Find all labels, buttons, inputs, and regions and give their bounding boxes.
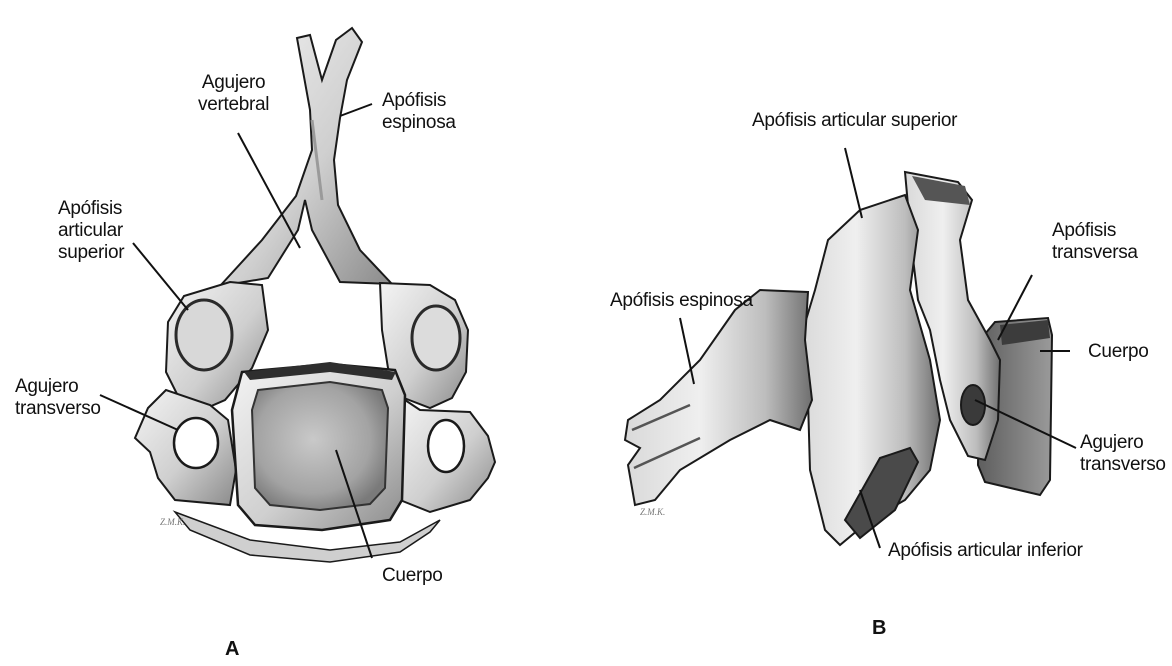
left-superior-facet-a <box>176 300 232 370</box>
spinous-process-b <box>625 290 812 505</box>
label-agujero-transverso-a: Agujero transverso <box>15 376 101 420</box>
artist-signature-a: Z.M.K. <box>160 517 185 527</box>
label-apofisis-espinosa-a: Apófisis espinosa <box>382 90 456 134</box>
label-cuerpo-b: Cuerpo <box>1088 341 1149 363</box>
figure-letter-b: B <box>872 617 886 640</box>
label-apofisis-articular-superior-a: Apófisis articular superior <box>58 198 124 264</box>
label-apofisis-espinosa-b: Apófisis espinosa <box>610 290 753 312</box>
label-agujero-vertebral: Agujero vertebral <box>198 72 269 116</box>
vertebral-body-top-surface-a <box>252 382 388 510</box>
artist-signature-b: Z.M.K. <box>640 507 665 517</box>
label-agujero-transverso-b: Agujero transverso <box>1080 432 1166 476</box>
figure-letter-a: A <box>225 638 239 661</box>
spinous-process-a <box>220 28 392 286</box>
label-apofisis-articular-superior-b: Apófisis articular superior <box>752 110 957 132</box>
label-cuerpo-a: Cuerpo <box>382 565 443 587</box>
left-transverse-foramen-a <box>174 418 218 468</box>
label-apofisis-articular-inferior-b: Apófisis articular inferior <box>888 540 1083 562</box>
right-superior-facet-a <box>412 306 460 370</box>
right-transverse-foramen-a <box>428 420 464 472</box>
label-apofisis-transversa-b: Apófisis transversa <box>1052 220 1138 264</box>
transverse-foramen-b <box>961 385 985 425</box>
